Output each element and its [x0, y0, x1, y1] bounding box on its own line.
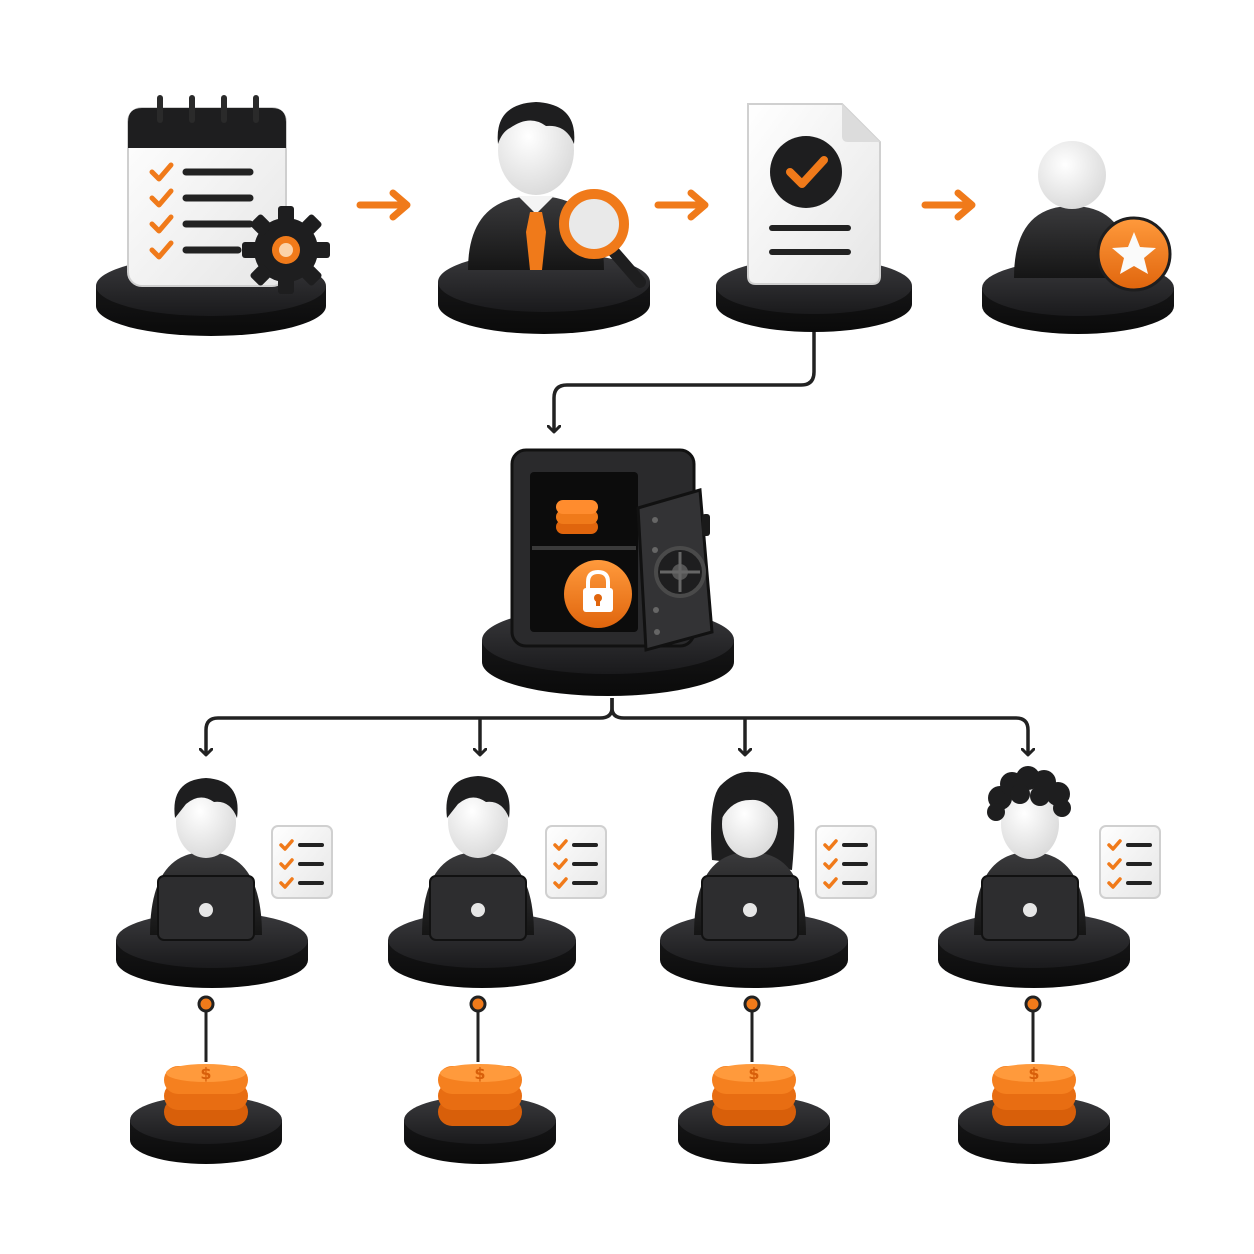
- gear-icon: [242, 206, 330, 294]
- worker-1: [116, 778, 333, 988]
- worker-laptop-icon: [974, 766, 1086, 941]
- stage-rated-user: [982, 141, 1174, 334]
- connector-to-vault: [554, 325, 816, 432]
- checkmark-icon: [149, 162, 174, 260]
- worker-laptop-icon: [150, 778, 262, 941]
- payout-1: $: [130, 1064, 282, 1164]
- worker-3: [660, 771, 877, 988]
- worker-2: [388, 776, 607, 988]
- coin-stack-icon: $: [438, 1064, 522, 1126]
- stage-reviewer: [438, 102, 650, 334]
- worker-4: [938, 766, 1161, 988]
- arrow-right-icon: [654, 189, 709, 221]
- payout-pin: [197, 995, 215, 1062]
- arrow-right-icon: [921, 189, 976, 221]
- checklist-card-icon: [545, 825, 607, 899]
- star-badge-icon: [1096, 216, 1172, 292]
- payout-pin: [1024, 995, 1042, 1062]
- payout-2: $: [404, 1064, 556, 1164]
- payout-3: $: [678, 1064, 830, 1164]
- arrow-right-icon: [356, 189, 411, 221]
- coin-stack-icon: $: [712, 1064, 796, 1126]
- coin-stack-icon: $: [164, 1064, 248, 1126]
- approved-document-icon: [747, 103, 881, 285]
- padlock-icon: [564, 560, 632, 628]
- stage-checklist: [96, 95, 330, 336]
- coin-stack-icon: $: [992, 1064, 1076, 1126]
- open-safe-icon: [510, 448, 714, 652]
- payout-row: $ $: [130, 1064, 1110, 1164]
- checklist-card-icon: [815, 825, 877, 899]
- coin-stack-icon: [556, 500, 598, 534]
- payout-pin: [743, 995, 761, 1062]
- safe-dial-icon: [654, 546, 706, 598]
- clipboard-checklist-icon: [127, 95, 287, 287]
- dollar-icon: $: [748, 1064, 759, 1083]
- worker-laptop-icon: [422, 776, 534, 941]
- worker-laptop-icon: [694, 771, 806, 941]
- connector-split: [206, 698, 614, 755]
- dollar-icon: $: [474, 1064, 485, 1083]
- connectors: [197, 189, 1042, 1062]
- vault-hub: [482, 448, 734, 696]
- checklist-card-icon: [271, 825, 333, 899]
- magnifier-icon: [559, 189, 646, 288]
- checklist-card-icon: [1099, 825, 1161, 899]
- connector-split: [610, 698, 1028, 755]
- checkmark-icon: [786, 156, 828, 188]
- dollar-icon: $: [200, 1064, 211, 1083]
- payout-pin: [469, 995, 487, 1062]
- stage-approval: [716, 103, 912, 332]
- payout-4: $: [958, 1064, 1110, 1164]
- dollar-icon: $: [1028, 1064, 1039, 1083]
- worker-row: [116, 766, 1161, 988]
